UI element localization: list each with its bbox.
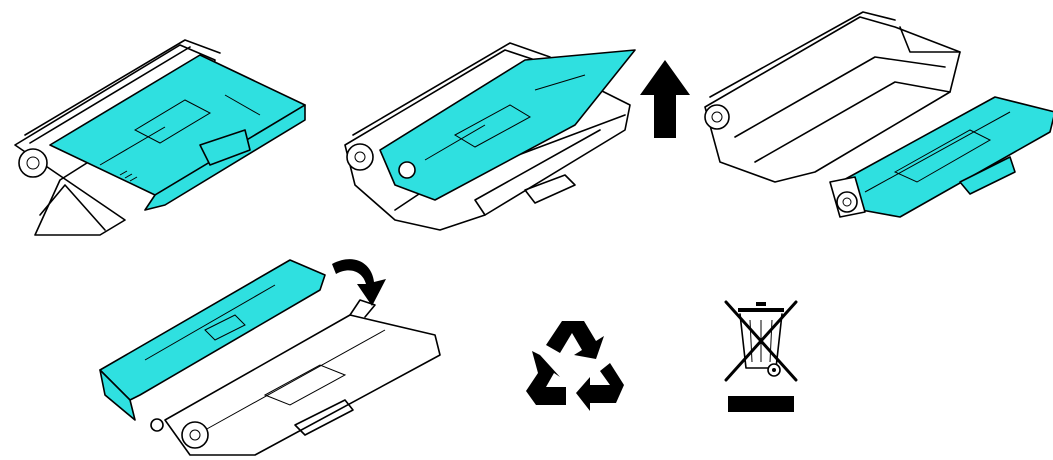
up-arrow-icon [640,60,690,140]
lift-direction-arrow [640,60,690,140]
weee-crossed-bin-icon [720,298,800,418]
curved-arrow-icon [330,252,390,312]
lift-toner-icon [335,35,635,225]
drum-unit-empty-icon [695,12,1053,212]
toner-body-cyan [50,55,305,195]
recycle-symbol [524,315,629,410]
rotate-direction-arrow [330,252,390,312]
insert-toner-illustration [95,255,455,460]
drum-toner-assembly-icon [5,35,315,240]
recycle-icon [524,315,629,410]
weee-disposal-symbol [720,298,800,418]
insert-toner-icon [95,255,455,460]
assembled-cartridge-illustration [5,35,315,240]
separated-cartridge-illustration [695,12,1053,212]
lift-toner-illustration [335,35,635,225]
